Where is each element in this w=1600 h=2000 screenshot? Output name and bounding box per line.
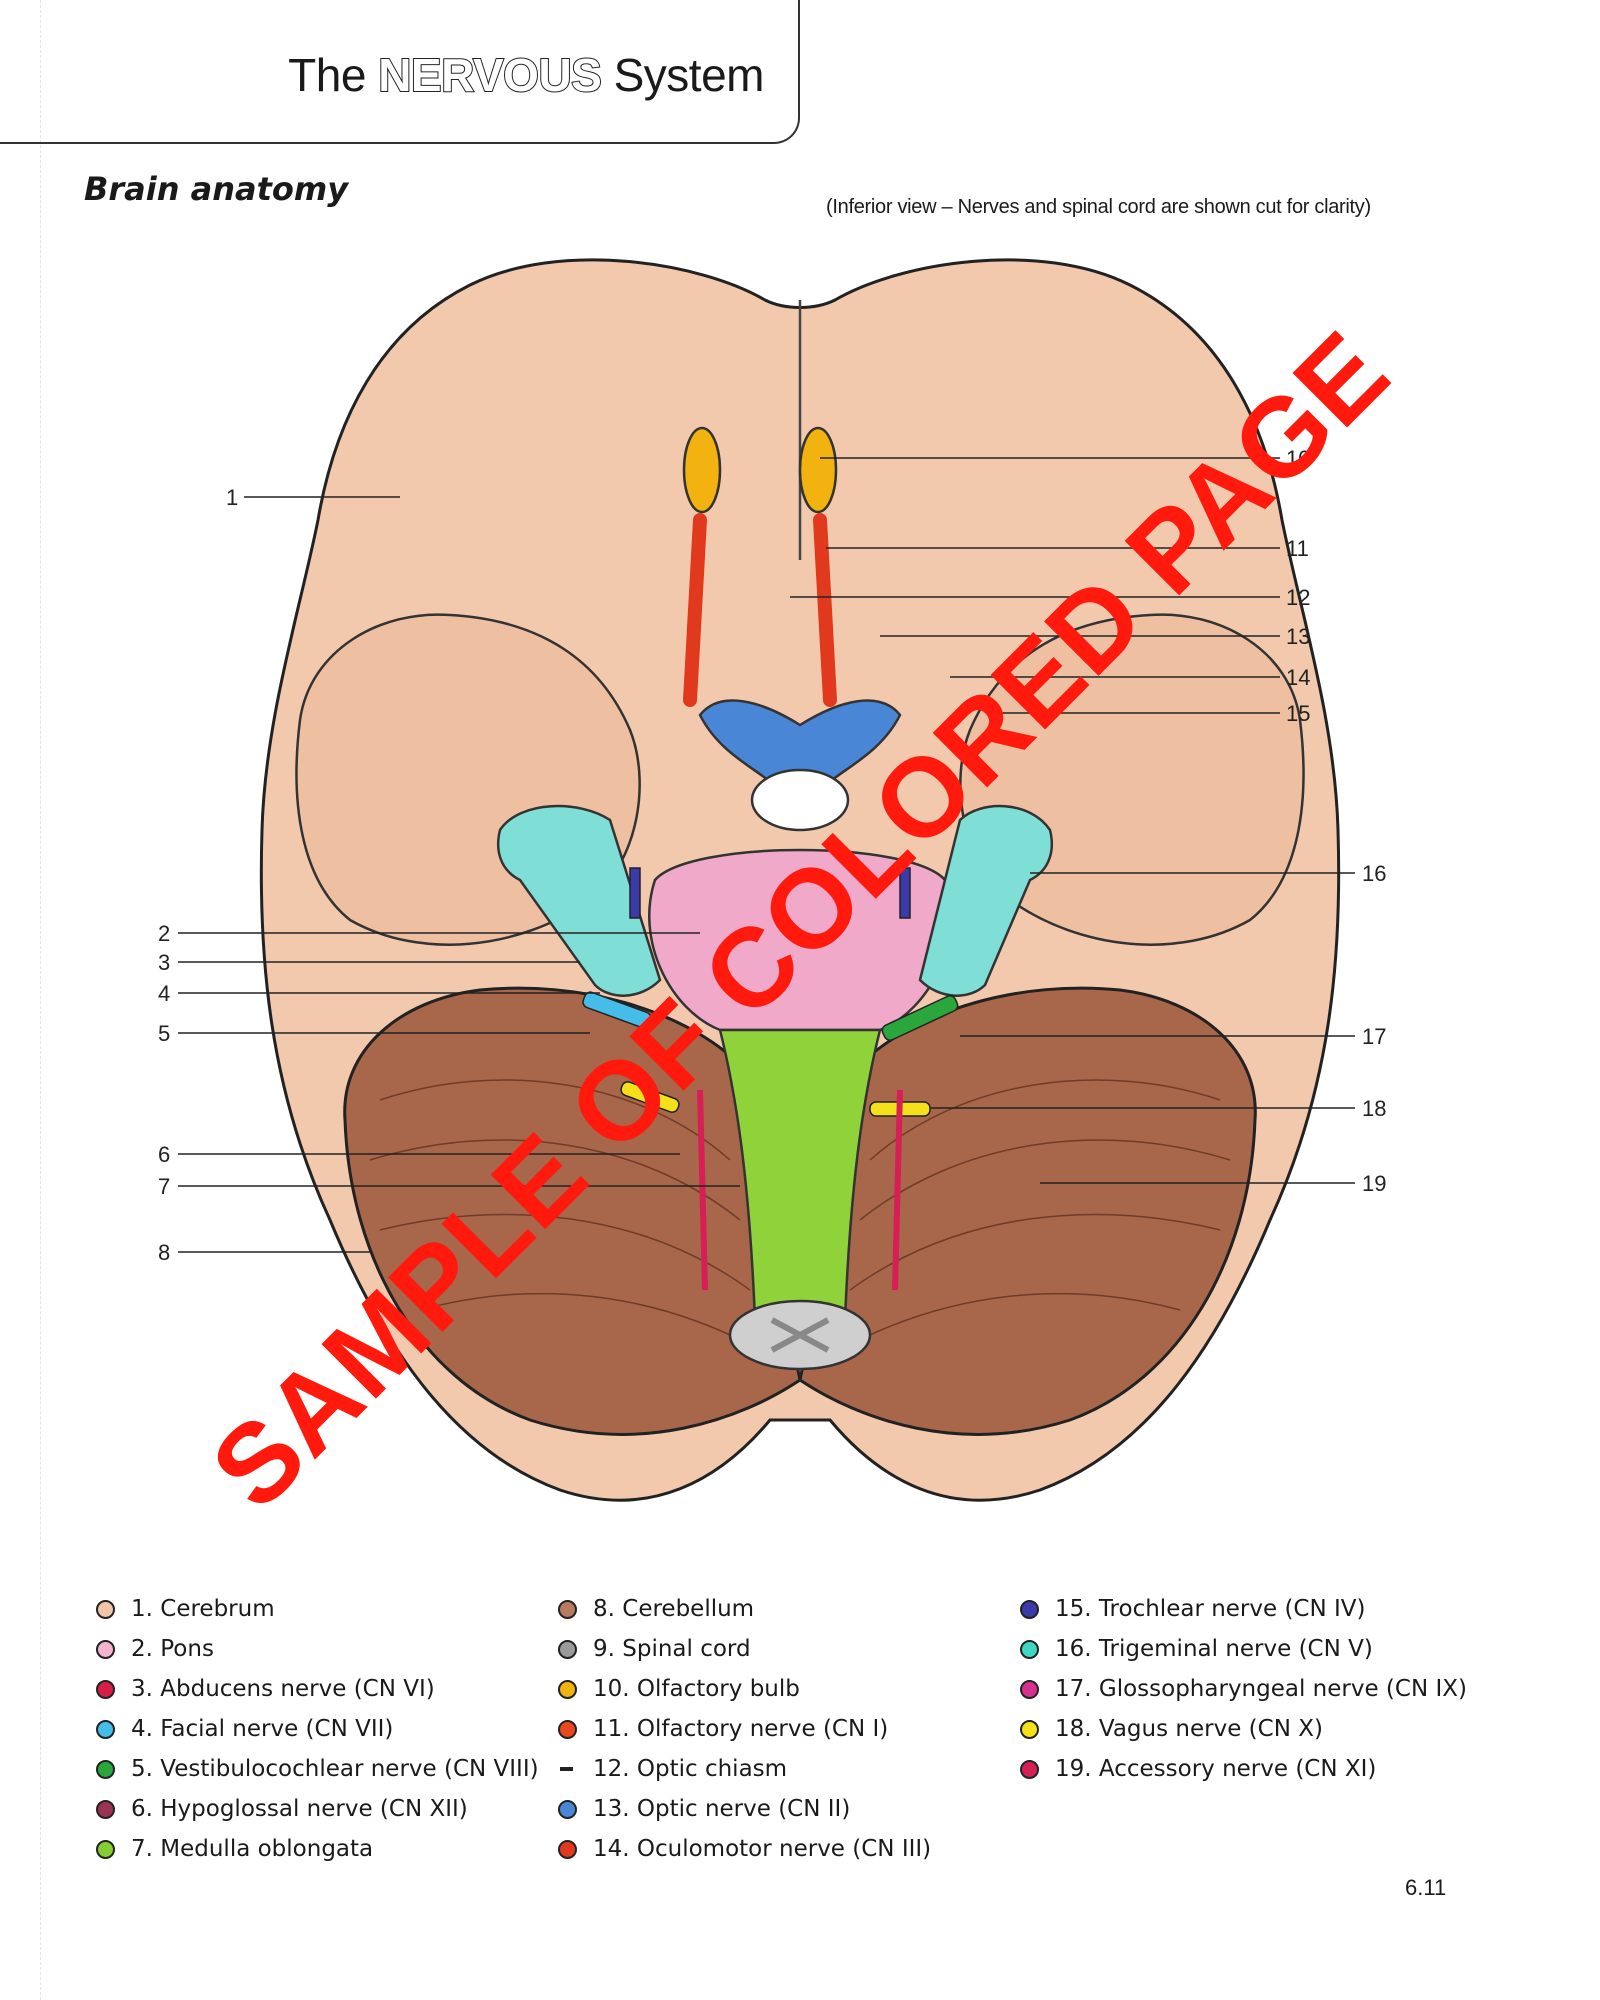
callout-1: 1 (226, 485, 238, 510)
callout-7: 7 (158, 1174, 170, 1199)
callout-3: 3 (158, 950, 170, 975)
page-number: 6.11 (1405, 1875, 1446, 1901)
callout-10: 10 (1286, 446, 1310, 471)
callout-6: 6 (158, 1142, 170, 1167)
callout-13: 13 (1286, 624, 1310, 649)
callout-18: 18 (1362, 1096, 1386, 1121)
right-trochlear-nerve (900, 868, 910, 918)
callout-2: 2 (158, 921, 170, 946)
callout-15: 15 (1286, 701, 1310, 726)
left-olfactory-bulb (684, 428, 720, 512)
right-olfactory-tract (820, 520, 830, 700)
callout-17: 17 (1362, 1024, 1386, 1049)
callout-8: 8 (158, 1240, 170, 1265)
callout-19: 19 (1362, 1171, 1386, 1196)
callout-14: 14 (1286, 665, 1310, 690)
pituitary-stalk (752, 770, 848, 830)
callout-12: 12 (1286, 585, 1310, 610)
left-olfactory-tract (690, 520, 700, 700)
callout-5: 5 (158, 1021, 170, 1046)
callout-4: 4 (158, 981, 170, 1006)
callout-11: 11 (1286, 536, 1309, 561)
callout-16: 16 (1362, 861, 1386, 886)
left-trochlear-nerve (630, 868, 640, 918)
right-olfactory-bulb (800, 428, 836, 512)
